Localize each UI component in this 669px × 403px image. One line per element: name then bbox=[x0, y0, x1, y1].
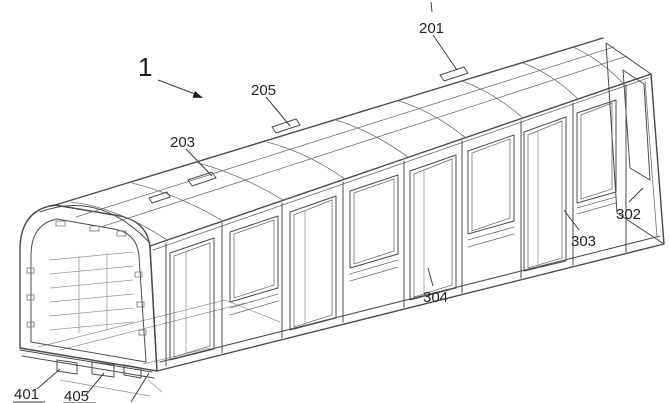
ref-label-401: 401 bbox=[14, 386, 39, 403]
rear-face-opening bbox=[622, 69, 651, 181]
far-side-lines-through-doors bbox=[185, 129, 539, 357]
front-sill-lines bbox=[19, 349, 155, 379]
ref-label-303: 303 bbox=[571, 233, 596, 250]
leader-lines bbox=[36, 1, 644, 403]
leader-cropped-top bbox=[430, 1, 433, 13]
interior-sidewall-slats bbox=[49, 251, 134, 334]
ref-label-203: 203 bbox=[170, 134, 195, 151]
front-frame-brackets bbox=[26, 220, 147, 336]
leader-cropped-bottom bbox=[130, 372, 150, 403]
rear-face-outline bbox=[605, 42, 665, 245]
interior-detail bbox=[37, 251, 281, 365]
sill-equipment-boxes bbox=[56, 359, 142, 379]
figure-number-arrow bbox=[157, 79, 203, 98]
waist-rails bbox=[229, 196, 617, 316]
arrowhead-icon bbox=[192, 91, 203, 98]
ref-label-underlines bbox=[13, 401, 96, 403]
roof-hatches bbox=[148, 66, 469, 204]
underframe-equipment bbox=[19, 349, 163, 397]
side-wall bbox=[149, 73, 665, 372]
window-openings bbox=[229, 99, 617, 303]
underframe-bottom-lines bbox=[59, 379, 163, 397]
arrow-shaft bbox=[157, 79, 196, 95]
leader-304 bbox=[427, 267, 434, 287]
roof-longitudinal-seams bbox=[75, 46, 628, 228]
rear-end bbox=[605, 42, 665, 245]
door-inner-frames bbox=[173, 120, 563, 358]
figure-number: 1 bbox=[138, 52, 152, 82]
rear-corner-post-line bbox=[644, 80, 658, 238]
ref-label-304: 304 bbox=[423, 289, 448, 306]
roof bbox=[39, 37, 628, 244]
side-posts bbox=[165, 84, 627, 367]
ref-label-302: 302 bbox=[616, 206, 641, 223]
ref-label-205: 205 bbox=[251, 82, 276, 99]
roof-front-dome bbox=[39, 205, 151, 244]
labels: 1 201 205 203 302 303 304 401 405 bbox=[13, 20, 641, 403]
roof-transverse-seams bbox=[70, 46, 624, 241]
leader-303 bbox=[563, 209, 580, 231]
leader-205 bbox=[265, 96, 291, 127]
window-inner-frames bbox=[233, 102, 613, 299]
ref-label-405: 405 bbox=[64, 388, 89, 403]
front-frame-inner bbox=[30, 218, 147, 363]
door-openings bbox=[169, 116, 567, 361]
interior-floor-lines bbox=[37, 299, 281, 365]
carbody-drawing bbox=[19, 37, 665, 397]
front-frame-outer bbox=[19, 204, 158, 372]
leader-302 bbox=[628, 187, 644, 203]
leader-201 bbox=[432, 34, 458, 71]
front-end-frame bbox=[19, 204, 158, 372]
roof-far-edge bbox=[51, 37, 604, 207]
side-wall-outline bbox=[149, 73, 665, 372]
leader-405 bbox=[85, 372, 105, 396]
ref-label-201: 201 bbox=[419, 20, 444, 37]
leader-203 bbox=[185, 148, 213, 177]
leader-401 bbox=[36, 368, 61, 390]
cantrail-double-line bbox=[152, 77, 649, 251]
